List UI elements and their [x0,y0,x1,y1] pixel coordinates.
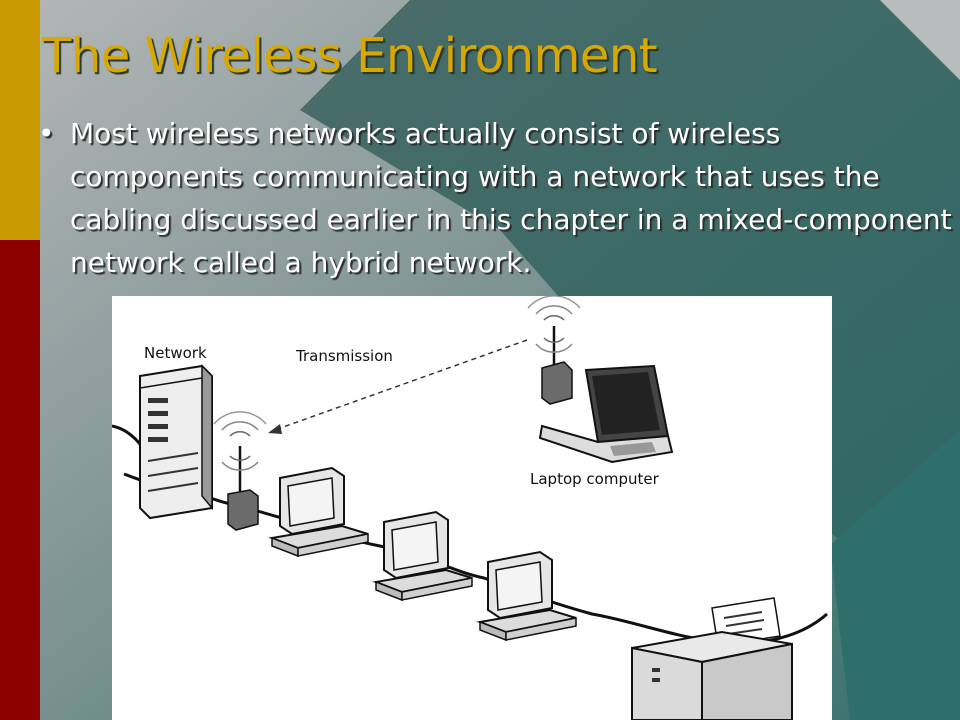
network-diagram [112,296,828,720]
printer-icon [631,597,793,720]
laptop-computer-label: Laptop computer [530,470,659,488]
workstation-2-icon [372,510,473,602]
transmission-arrow-head [268,424,282,434]
workstation-1-icon [268,466,369,558]
laptop-access-point-icon [527,296,581,405]
bullet-item: • Most wireless networks actually consis… [36,112,956,284]
network-label: Network [144,344,207,362]
access-point-icon [213,411,267,531]
bullet-text: Most wireless networks actually consist … [70,117,952,279]
transmission-line [271,339,528,432]
transmission-label: Transmission [296,347,393,365]
hybrid-network-figure: Network Transmission Laptop computer [112,296,832,720]
laptop-icon [538,364,674,464]
bullet-list: • Most wireless networks actually consis… [36,112,956,284]
left-bar-red [0,240,40,720]
slide-title: The Wireless Environment [42,28,658,84]
bullet-dot: • [38,117,55,150]
left-bar-gold [0,0,40,240]
server-tower-icon [139,364,213,520]
workstation-3-icon [476,550,577,642]
